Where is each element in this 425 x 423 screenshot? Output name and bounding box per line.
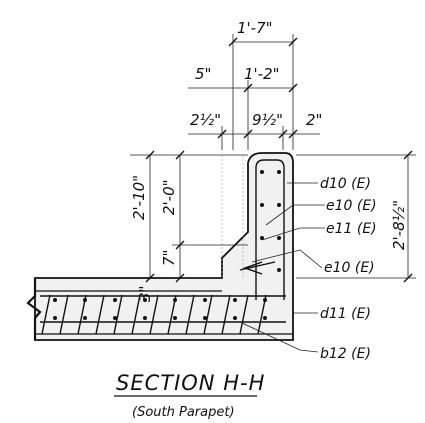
- section-title-block: SECTION H-H (South Parapet): [114, 371, 265, 420]
- dim-top-width: 1'-2": [244, 65, 280, 83]
- reinforcement: [40, 159, 286, 335]
- label-e10-lower: e10 (E): [324, 260, 375, 276]
- d10-bar: [255, 159, 285, 300]
- dim-total-height-left: 2'-10": [130, 175, 148, 220]
- dim-slab: 3": [136, 286, 154, 302]
- parapet-concrete: [26, 152, 294, 341]
- dimension-lines: [130, 34, 416, 353]
- slab-break: [26, 278, 42, 340]
- dim-left-slope: 2½": [190, 111, 221, 129]
- dimension-labels: 1'-7" 5" 1'-2" 2½" 9½" 2" 2'-10" 2'-0" 7…: [130, 19, 408, 302]
- deck-slab: [34, 152, 294, 341]
- dim-stem-width: 9½": [252, 111, 283, 129]
- label-d10: d10 (E): [320, 176, 371, 192]
- dim-curb-height: 7": [160, 250, 178, 266]
- bar-labels: d10 (E) e10 (E) e11 (E) e10 (E) d11 (E) …: [320, 176, 377, 362]
- e11-bar: [242, 261, 263, 275]
- dim-stem-height: 2'-0": [160, 179, 178, 215]
- label-e10-upper: e10 (E): [326, 198, 377, 214]
- dim-top-overall: 1'-7": [237, 19, 273, 37]
- label-d11: d11 (E): [320, 306, 371, 322]
- e10-lower-bar: [239, 261, 276, 271]
- label-e11: e11 (E): [326, 221, 377, 237]
- section-title: SECTION H-H: [116, 371, 265, 395]
- label-b12: b12 (E): [320, 346, 371, 362]
- section-subtitle: (South Parapet): [132, 405, 235, 420]
- dim-left-offset: 5": [195, 65, 211, 83]
- dim-total-height-right: 2'-8½": [390, 200, 408, 250]
- dim-right-cover: 2": [306, 111, 322, 129]
